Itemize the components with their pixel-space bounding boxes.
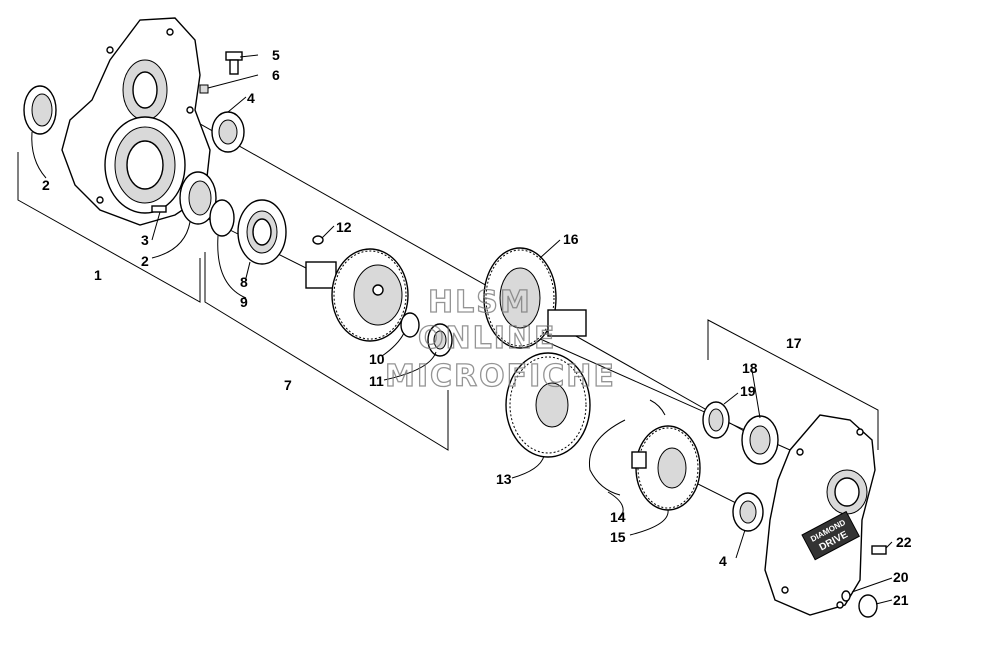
snap-ring-14	[588, 399, 666, 496]
callout-12: 12	[336, 219, 352, 235]
seal-19	[702, 401, 730, 439]
washer-20	[841, 590, 851, 602]
gear-15	[631, 425, 701, 511]
transmission-cover: DIAMOND DRIVE	[764, 414, 876, 616]
bearing-8	[237, 199, 287, 265]
callout-21: 21	[893, 592, 909, 608]
callout-2-left: 2	[42, 177, 50, 193]
callout-14: 14	[610, 509, 626, 525]
seal-left	[23, 85, 57, 135]
callout-20: 20	[893, 569, 909, 585]
callout-labels: 1 2 2 3 4 4 5 6 7 8 9 10 11 12 13 14 15 …	[42, 47, 912, 608]
bolt-22	[871, 545, 887, 555]
callout-19: 19	[740, 383, 756, 399]
washer-10	[400, 312, 420, 338]
leader-lines	[31, 54, 893, 605]
bearing-upper	[211, 111, 245, 153]
callout-22: 22	[896, 534, 912, 550]
group-bracket-7	[204, 252, 449, 451]
callout-18: 18	[742, 360, 758, 376]
callout-7: 7	[284, 377, 292, 393]
callout-17: 17	[786, 335, 802, 351]
callout-8: 8	[240, 274, 248, 290]
callout-4-upper: 4	[247, 90, 255, 106]
callout-9: 9	[240, 294, 248, 310]
watermark-line-3: MICROFICHE	[385, 359, 616, 394]
callout-16: 16	[563, 231, 579, 247]
callout-3: 3	[141, 232, 149, 248]
drain-plug-21	[858, 594, 878, 618]
dowel-pin	[151, 205, 167, 213]
watermark-line-1: HLSM	[428, 285, 532, 320]
watermark: HLSM ONLINE MICROFICHE	[384, 284, 616, 394]
transmission-housing	[61, 17, 211, 226]
callout-6: 6	[272, 67, 280, 83]
output-drum-gear	[305, 248, 409, 342]
drive-gear-shaft	[483, 247, 587, 349]
callout-1: 1	[94, 267, 102, 283]
seal-right	[179, 171, 217, 225]
callout-11: 11	[369, 373, 384, 389]
screw-12	[312, 235, 324, 245]
vent-fitting	[199, 51, 243, 94]
washer-11	[427, 323, 453, 357]
group-bracket-1	[17, 152, 201, 303]
watermark-line-2: ONLINE	[418, 321, 557, 356]
snap-ring-9	[209, 199, 235, 237]
callout-4-lower: 4	[719, 553, 727, 569]
callout-5: 5	[272, 47, 280, 63]
bearing-lower	[732, 492, 764, 532]
bearing-18	[741, 415, 779, 465]
callout-15: 15	[610, 529, 626, 545]
sprocket-13	[505, 352, 591, 458]
callout-2-right: 2	[141, 253, 149, 269]
group-bracket-17	[707, 319, 879, 450]
callout-13: 13	[496, 471, 512, 487]
callout-10: 10	[369, 351, 385, 367]
